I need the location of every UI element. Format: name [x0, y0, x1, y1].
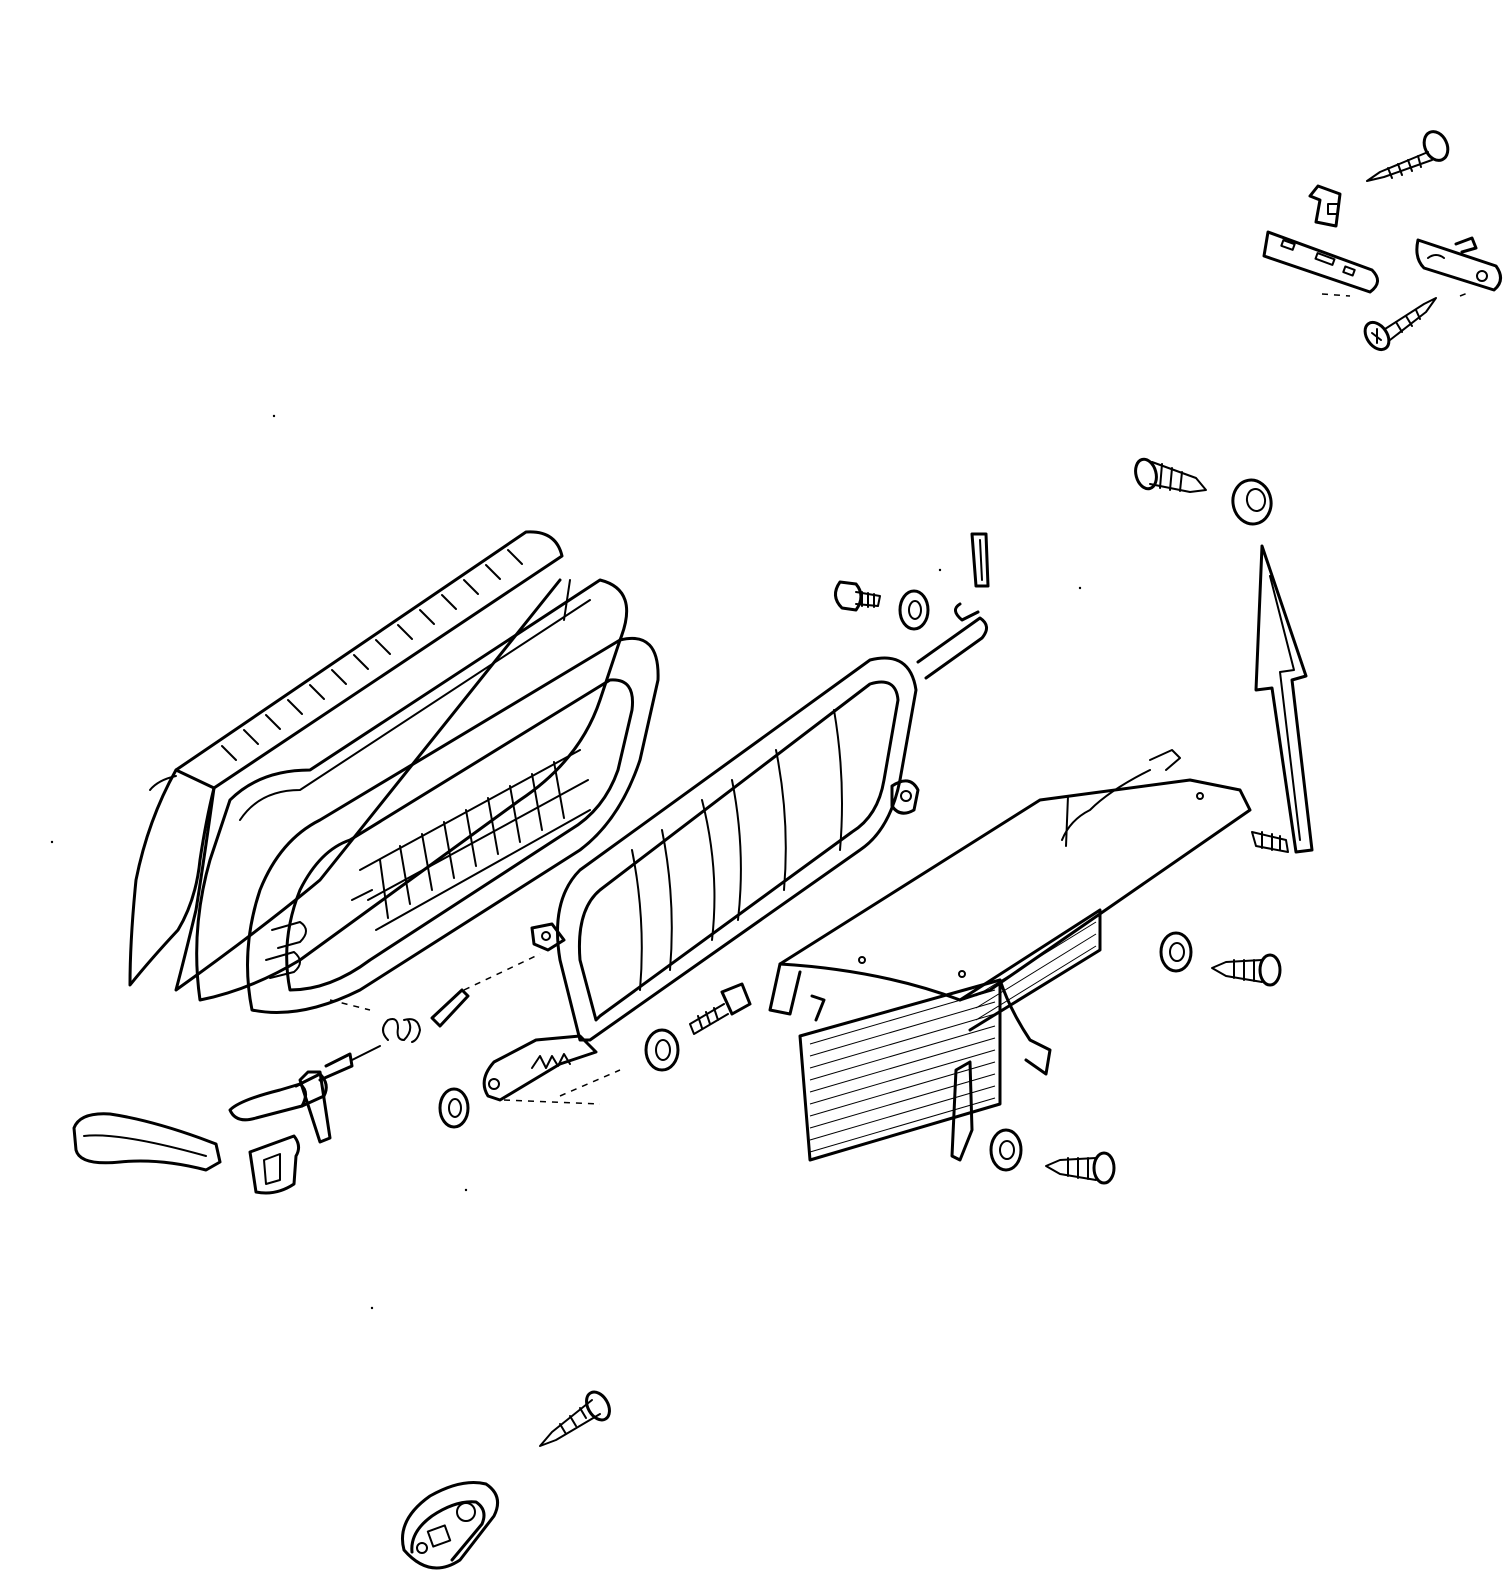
assembly-line-1: [464, 954, 540, 990]
spacer: [1229, 477, 1274, 527]
washer-sector: [440, 1089, 468, 1127]
screw-bezel: [540, 1388, 614, 1446]
trim-panel-texture: [810, 922, 1096, 1152]
cushion-cover: [197, 580, 627, 1000]
spring-clip: [383, 990, 468, 1042]
seat-back-frame: [532, 604, 987, 1040]
assembly-line-2: [560, 1070, 620, 1096]
screw-bracket: [1360, 298, 1436, 354]
washer-right: [1161, 933, 1191, 971]
washer-lower: [991, 1130, 1021, 1170]
retainer-clip: [1310, 186, 1340, 226]
pull-strap: [74, 1114, 220, 1170]
spring-frame: [248, 638, 659, 1012]
recline-lever: [230, 1046, 380, 1142]
screw-top-right: [1367, 128, 1452, 181]
screw-right: [1212, 955, 1280, 985]
shoulder-bolt: [690, 984, 750, 1034]
screw-upper: [1132, 457, 1206, 492]
bezel: [402, 1483, 497, 1569]
assembly-line-6: [1460, 292, 1470, 296]
trim-panel: [770, 750, 1250, 1160]
recline-sector: [484, 1036, 596, 1100]
pivot-bolt: [835, 582, 880, 610]
assembly-line-3: [504, 1100, 600, 1104]
screw-trim-right: [1252, 832, 1288, 852]
roll-pin: [972, 534, 988, 586]
screw-lower: [1046, 1153, 1114, 1183]
lever-bracket: [250, 1136, 299, 1193]
scan-specks: [50, 414, 1082, 1310]
washer-bolt: [646, 1030, 678, 1070]
hinge-latch: [1417, 238, 1501, 290]
seat-back-cushion: [130, 532, 570, 990]
hinge-bracket-plate: [1264, 232, 1378, 292]
washer-pivot: [900, 591, 928, 629]
assembly-line-5: [1322, 294, 1350, 296]
hollow-arrow-indicator: [1256, 546, 1312, 852]
